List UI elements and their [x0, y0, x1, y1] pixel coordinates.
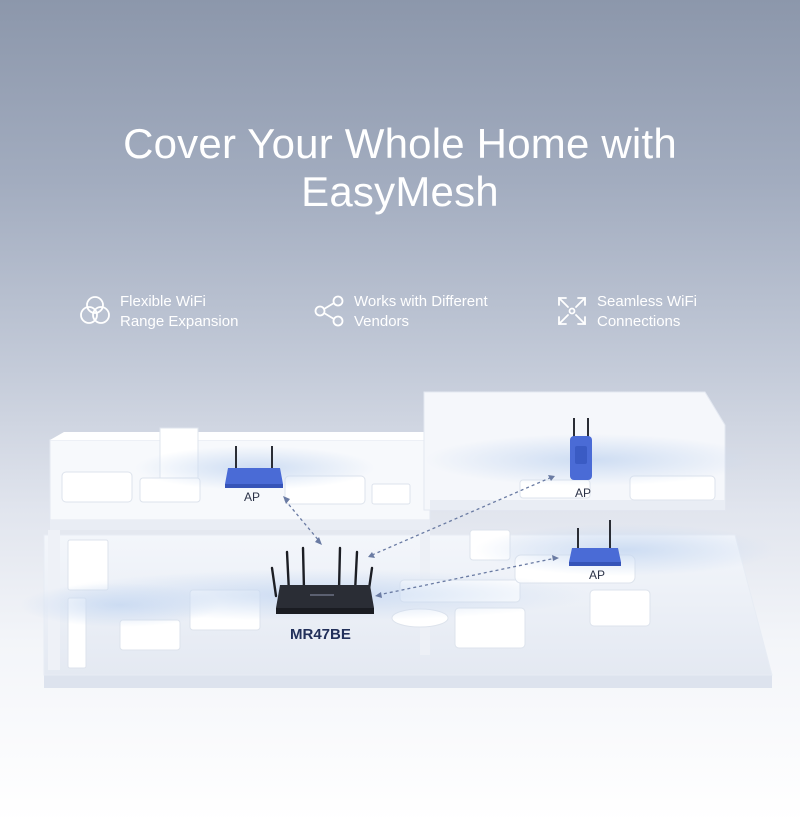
title-line-1: Cover Your Whole Home with	[123, 120, 677, 168]
feature-list: Flexible WiFi Range Expansion Works with…	[0, 290, 800, 340]
ap-label-upper-left: AP	[244, 490, 261, 504]
title-line-2: EasyMesh	[301, 168, 499, 216]
ap-router-upper-left	[225, 446, 283, 488]
feature-text: Flexible WiFi Range Expansion	[120, 293, 239, 330]
mesh-connections	[284, 476, 557, 596]
page-title: Cover Your Whole Home with EasyMesh	[0, 120, 800, 216]
share-nodes-icon	[314, 295, 344, 327]
main-router-label: MR47BE	[290, 626, 351, 643]
main-router-body	[276, 585, 374, 614]
feature-text: Seamless WiFi Connections	[597, 293, 698, 330]
ap-label-right: AP	[589, 568, 606, 582]
ap-label-upper-right: AP	[575, 486, 592, 500]
expand-arrows-icon	[558, 297, 586, 325]
home-mesh-illustration	[20, 391, 775, 688]
arrowheads	[283, 475, 559, 598]
ap-extender-upper-right	[570, 418, 592, 480]
ap-router-right	[569, 520, 621, 566]
furniture	[61, 471, 716, 669]
overlapping-circles-icon	[80, 296, 110, 324]
feature-text: Works with Different Vendors	[354, 293, 488, 330]
